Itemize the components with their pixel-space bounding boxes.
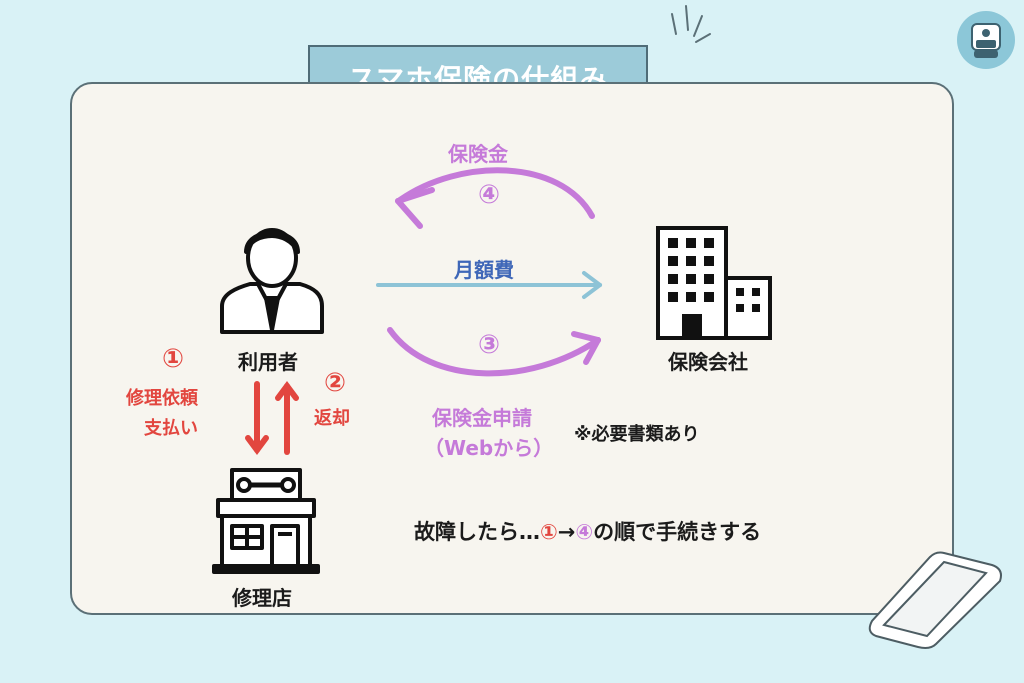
step2-number: ② [324,368,347,398]
repair-shop-icon [212,468,320,574]
robot-badge-icon [956,10,1016,70]
office-building-icon [656,226,772,340]
summary-first-step: ① [540,520,558,544]
user-icon [220,228,324,334]
summary-last-step: ④ [575,520,594,544]
repair-request-arrow [245,381,269,455]
step4-number: ④ [478,180,501,210]
insurer-label: 保険会社 [668,350,748,374]
monthly-fee-arrow [376,271,602,299]
diagram-card [70,82,954,615]
summary-prefix: 故障したら… [414,520,540,544]
shop-label: 修理店 [232,586,292,610]
monthly-fee-label: 月額費 [454,258,514,282]
summary-text: 故障したら…①→④の順で手続きする [414,516,761,546]
smartphone-icon [868,551,1002,649]
insurance-payout-arrow [395,167,595,229]
return-arrow [275,381,299,455]
step4-label: 保険金 [448,142,508,166]
step1-number: ① [162,344,185,374]
user-label: 利用者 [238,350,298,374]
summary-suffix: の順で手続きする [593,520,762,544]
step2-label: 返却 [314,408,350,429]
summary-arrow: → [557,520,576,544]
step3-number: ③ [478,330,501,360]
claim-request-arrow [387,327,601,377]
step3-label-line2: （Webから） [424,436,554,460]
required-docs-note: ※必要書類あり [574,424,700,445]
step1-label-line2: 支払い [144,418,198,439]
step1-label-line1: 修理依頼 [126,388,198,409]
step3-label-line1: 保険金申請 [432,406,532,430]
